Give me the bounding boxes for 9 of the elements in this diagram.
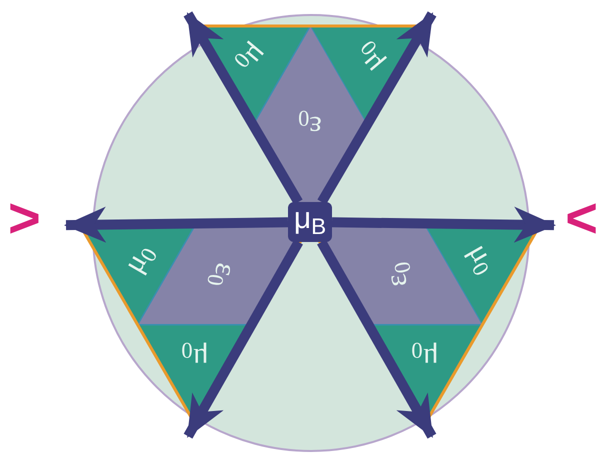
arrow bbox=[184, 11, 303, 205]
chevron-mark: > bbox=[8, 190, 41, 246]
chevron-mark: < bbox=[565, 190, 598, 246]
arrow bbox=[317, 11, 436, 205]
arrow bbox=[184, 240, 303, 439]
arrow bbox=[64, 206, 288, 243]
arrow bbox=[332, 206, 556, 243]
arrow bbox=[317, 240, 436, 439]
symbol-label: μ$_{B}$ bbox=[288, 202, 332, 242]
